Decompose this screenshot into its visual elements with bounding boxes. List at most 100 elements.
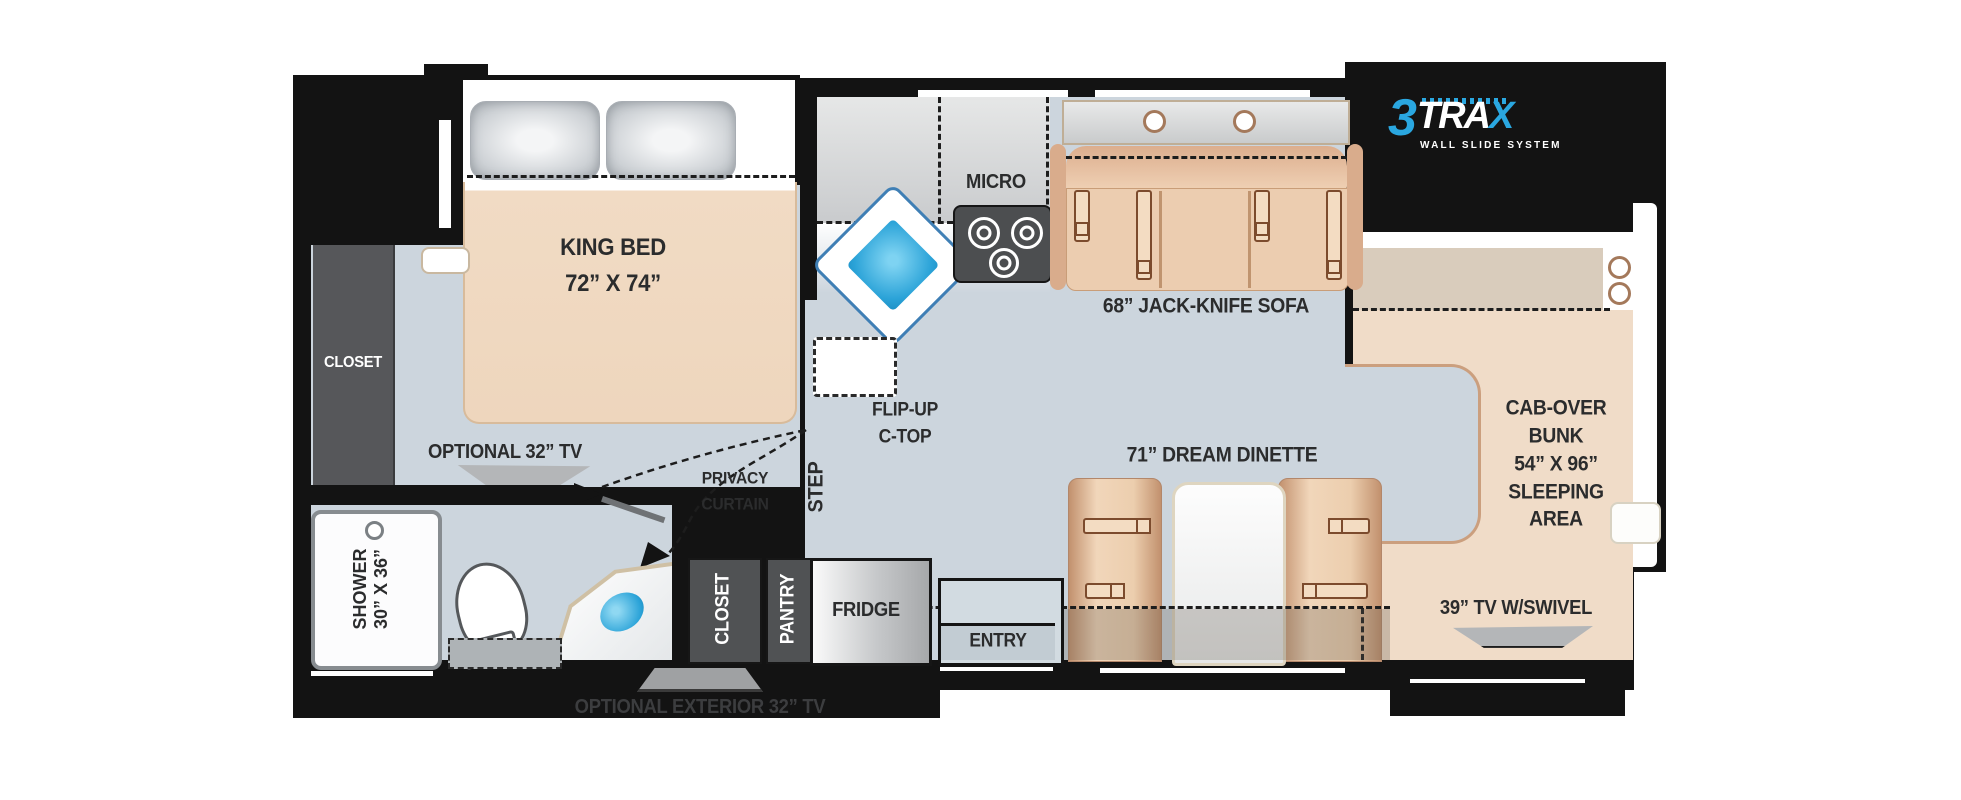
- cab-entry-step: [1610, 502, 1661, 544]
- overhead-cabinet-dashed: [1046, 97, 1049, 223]
- kitchen-slide-window: [918, 90, 1068, 97]
- sofa-counter: [1062, 100, 1350, 145]
- seatbelt-icon: [1254, 190, 1270, 242]
- burner-icon: [968, 217, 1000, 249]
- shower-label: 30” X 36”: [371, 548, 391, 630]
- flip-up-label: C-TOP: [878, 426, 932, 448]
- bed-side-window: [439, 120, 451, 228]
- bunk-label: BUNK: [1528, 424, 1584, 448]
- sofa-cushion-divider: [1159, 191, 1162, 288]
- sofa-backrest: [1066, 146, 1347, 192]
- seatbelt-icon: [1136, 190, 1152, 280]
- bunk-label: CAB-OVER: [1505, 396, 1607, 420]
- sofa-seats: [1066, 188, 1349, 291]
- seatbelt-icon: [1328, 518, 1370, 534]
- curtain-arrow-icon: [640, 542, 670, 568]
- kitchen-counter: [817, 97, 1050, 223]
- bed-slide-bump: [424, 64, 488, 79]
- slide-edge: [1100, 668, 1345, 673]
- entry-step-lower: [941, 623, 1055, 660]
- king-bed-label: KING BED: [560, 234, 666, 261]
- overhead-cabinet-dashed: [938, 97, 941, 223]
- body-bottom-right-skirt: [1390, 688, 1625, 716]
- tv-swivel-label: 39” TV W/SWIVEL: [1439, 597, 1593, 619]
- entry-steps: [938, 578, 1064, 666]
- closet-cabinet: [688, 558, 762, 664]
- seatbelt-icon: [1083, 518, 1151, 534]
- seatbelt-icon: [1302, 583, 1368, 599]
- sofa-cushion-divider: [1248, 191, 1251, 288]
- flip-up-label: FLIP-UP: [871, 399, 939, 421]
- sofa-armrest: [1050, 144, 1066, 290]
- exterior-tv-icon: [637, 668, 763, 692]
- trax-logo-tra: TRA: [1416, 95, 1491, 137]
- cabinet-wall: [672, 557, 688, 660]
- micro-label: MICRO: [966, 171, 1026, 193]
- shower-label: SHOWER: [350, 548, 370, 630]
- front-corner-cut: [1634, 572, 1694, 732]
- seatbelt-icon: [1085, 583, 1125, 599]
- bed-nightstand: [421, 247, 470, 274]
- trax-logo-zigzag: [1422, 98, 1510, 104]
- privacy-curtain-label: CURTAIN: [701, 494, 769, 514]
- king-bed-mattress: [463, 182, 797, 424]
- exterior-tv-label: OPTIONAL EXTERIOR 32” TV: [574, 696, 826, 718]
- bunk-label: SLEEPING: [1508, 480, 1604, 504]
- burner-icon: [989, 248, 1019, 278]
- dinette-label: 71” DREAM DINETTE: [1126, 443, 1318, 467]
- dinette-table: [1172, 482, 1286, 666]
- slide-edge: [940, 667, 1053, 671]
- seatbelt-icon: [1074, 190, 1090, 242]
- sofa-armrest: [1347, 144, 1363, 290]
- king-bed-label: 72” X 74”: [565, 270, 661, 297]
- pantry-cabinet: [766, 558, 814, 664]
- sofa-label: 68” JACK-KNIFE SOFA: [1102, 294, 1310, 318]
- optional-compartment: [448, 638, 562, 669]
- flip-up-countertop: [813, 337, 897, 397]
- cupholder-icon: [1608, 282, 1631, 305]
- bath-wall: [293, 485, 575, 503]
- bed-slide-window: [508, 86, 712, 94]
- trax-logo-subtitle: WALL SLIDE SYSTEM: [1420, 140, 1562, 151]
- dinette-slide-dashed-line: [810, 606, 1390, 609]
- fridge: [810, 558, 932, 666]
- sofa-slide-dashed-line: [1066, 156, 1347, 159]
- pillow: [606, 101, 736, 180]
- privacy-curtain-label: PRIVACY: [701, 468, 769, 488]
- entry-label: ENTRY: [969, 630, 1027, 652]
- rear-closet: [313, 245, 395, 487]
- seatbelt-icon: [1326, 190, 1342, 280]
- dinette-slide-dashed-edge: [1361, 608, 1364, 660]
- bed-slide-dashed-line: [467, 175, 795, 178]
- pillow: [470, 101, 600, 180]
- fridge-label: FRIDGE: [832, 599, 900, 621]
- slide-edge: [1410, 679, 1585, 683]
- trax-logo-x: X: [1489, 95, 1515, 137]
- bunk-upper-shelf: [1353, 248, 1603, 310]
- swivel-tv-icon: [1453, 626, 1593, 648]
- shower-drain-icon: [365, 521, 384, 540]
- cupholder-icon: [1143, 110, 1166, 133]
- body-bottom-left-skirt: [293, 688, 940, 718]
- sofa-slide-window: [1095, 90, 1310, 97]
- step-wall-line: [802, 300, 805, 558]
- cupholder-icon: [1608, 256, 1631, 279]
- dinette-slide-shaded: [1056, 609, 1390, 660]
- cab-wall-gap: [1353, 232, 1633, 248]
- optional-tv-label: OPTIONAL 32” TV: [428, 441, 582, 463]
- slide-edge: [311, 671, 433, 676]
- bunk-label: AREA: [1529, 507, 1583, 531]
- stove: [953, 205, 1052, 283]
- bunk-label: 54” X 96”: [1514, 452, 1598, 476]
- dinette-bench: [1068, 478, 1162, 662]
- shower-label-group: SHOWER 30” X 36”: [350, 549, 392, 630]
- kitchen-wall: [800, 78, 817, 300]
- trax-logo-3: 3: [1388, 89, 1417, 147]
- bunk-slide-dashed-line: [1353, 308, 1610, 311]
- bath-wall-point: [574, 483, 602, 505]
- rear-closet-label: CLOSET: [323, 354, 383, 371]
- burner-icon: [1011, 217, 1043, 249]
